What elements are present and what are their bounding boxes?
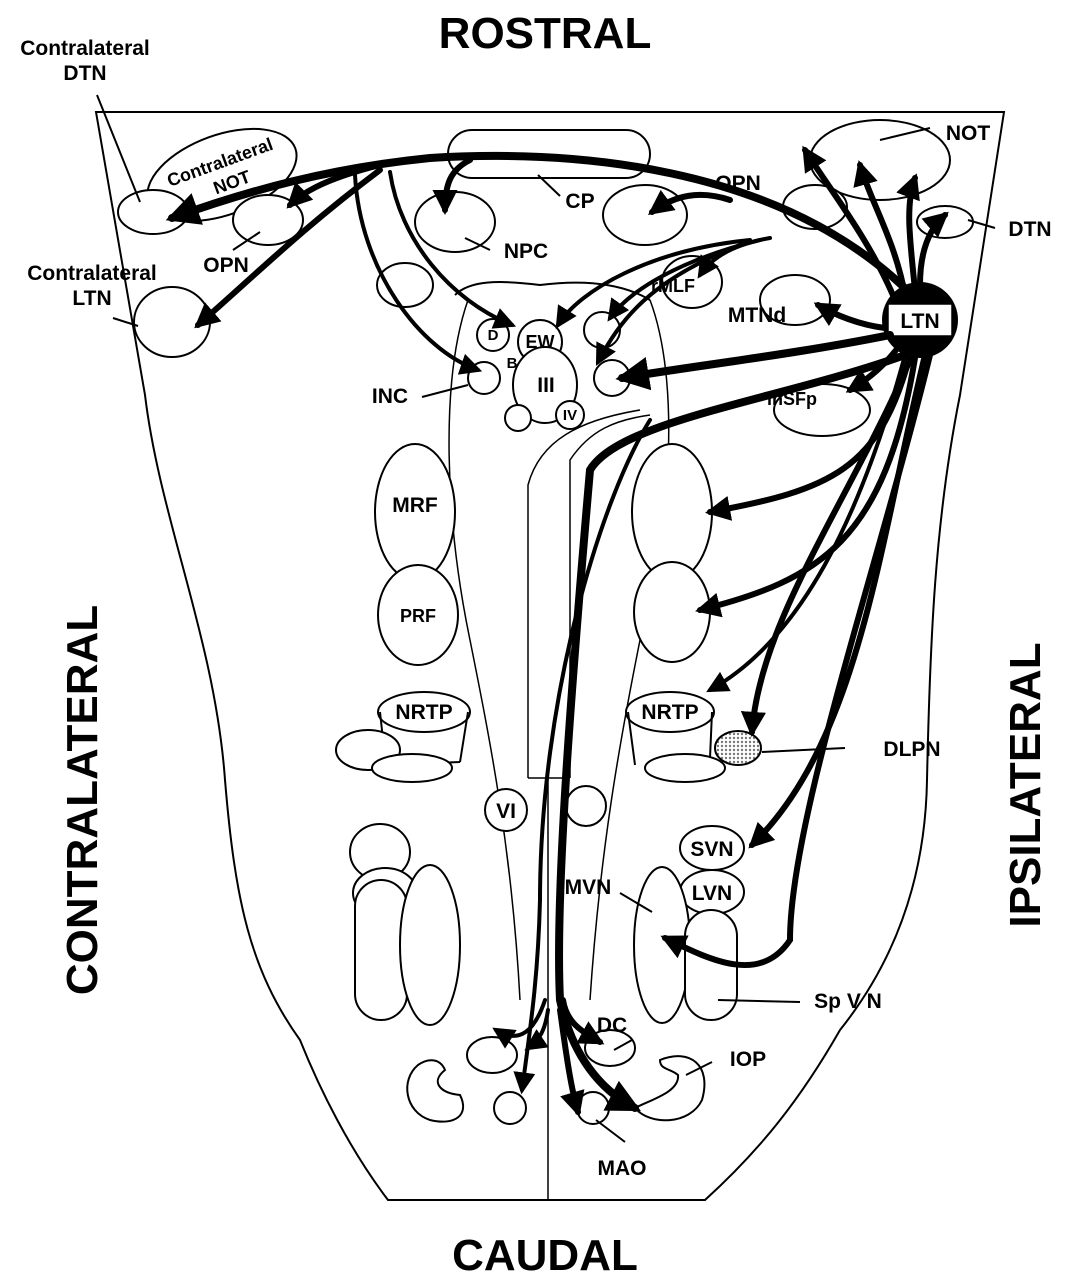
right-mao-nucleus — [577, 1092, 609, 1124]
insfp-label: inSFp — [767, 389, 817, 409]
small-caudal-nucleus — [505, 405, 531, 431]
mrf-label: MRF — [392, 494, 438, 517]
rmlf-label: rMLF — [651, 276, 695, 296]
mtnd-label: MTNd — [728, 304, 786, 327]
nrtp-right-label: NRTP — [641, 701, 698, 724]
svn-label: SVN — [690, 838, 733, 861]
nrtp-right-base — [645, 754, 725, 782]
inc-label: INC — [372, 385, 408, 408]
dtn-right-nucleus — [917, 206, 973, 238]
nrtp-left-label: NRTP — [395, 701, 452, 724]
opn-left-label: OPN — [203, 254, 249, 277]
not-right-label: NOT — [946, 122, 991, 145]
ipsilateral-label: IPSILATERAL — [1001, 642, 1050, 927]
vi-right-nucleus — [566, 786, 606, 826]
left-dc-nucleus — [467, 1037, 517, 1073]
mrf-right-nucleus — [632, 444, 712, 580]
iii-label: III — [537, 374, 555, 397]
rostral-label: ROSTRAL — [439, 9, 652, 58]
contralateral-label: CONTRALATERAL — [58, 605, 107, 995]
opn-right-nucleus — [603, 185, 687, 245]
dc-label: DC — [597, 1014, 627, 1037]
left-iop-nucleus — [407, 1060, 463, 1121]
npc-nucleus — [415, 192, 495, 252]
npc-label: NPC — [504, 240, 548, 263]
d-label: D — [488, 327, 499, 344]
dtn-right-label: DTN — [1008, 218, 1051, 241]
left-vestibular-lateral — [400, 865, 460, 1025]
spvn-label: Sp V N — [814, 990, 882, 1013]
contralateral-ltn-label-line1: Contralateral — [27, 262, 157, 285]
iv-label: IV — [563, 407, 577, 424]
mvn-label: MVN — [565, 876, 612, 899]
contralateral-dtn-label-line1: Contralateral — [20, 37, 150, 60]
ltn-label: LTN — [900, 310, 939, 333]
right-iop-nucleus — [635, 1056, 704, 1120]
b-label: B — [507, 355, 518, 372]
right-ew-target — [584, 312, 620, 348]
ew-label: EW — [526, 332, 555, 352]
iop-label: IOP — [730, 1048, 766, 1071]
contralateral-ltn-label-line2: LTN — [72, 287, 111, 310]
lvn-label: LVN — [692, 882, 732, 905]
vi-label: VI — [496, 800, 516, 823]
dlpn-nucleus — [715, 731, 761, 765]
left-mao-nucleus — [494, 1092, 526, 1124]
opn-right-label: OPN — [715, 172, 761, 195]
nrtp-left-base — [372, 754, 452, 782]
contralateral-dtn-label-line2: DTN — [63, 62, 106, 85]
prf-label: PRF — [400, 606, 436, 626]
oculomotor-region-outline — [455, 282, 650, 300]
cp-label: CP — [565, 190, 594, 213]
mao-label: MAO — [598, 1157, 647, 1180]
dlpn-label: DLPN — [883, 738, 940, 761]
caudal-label: CAUDAL — [452, 1231, 638, 1280]
